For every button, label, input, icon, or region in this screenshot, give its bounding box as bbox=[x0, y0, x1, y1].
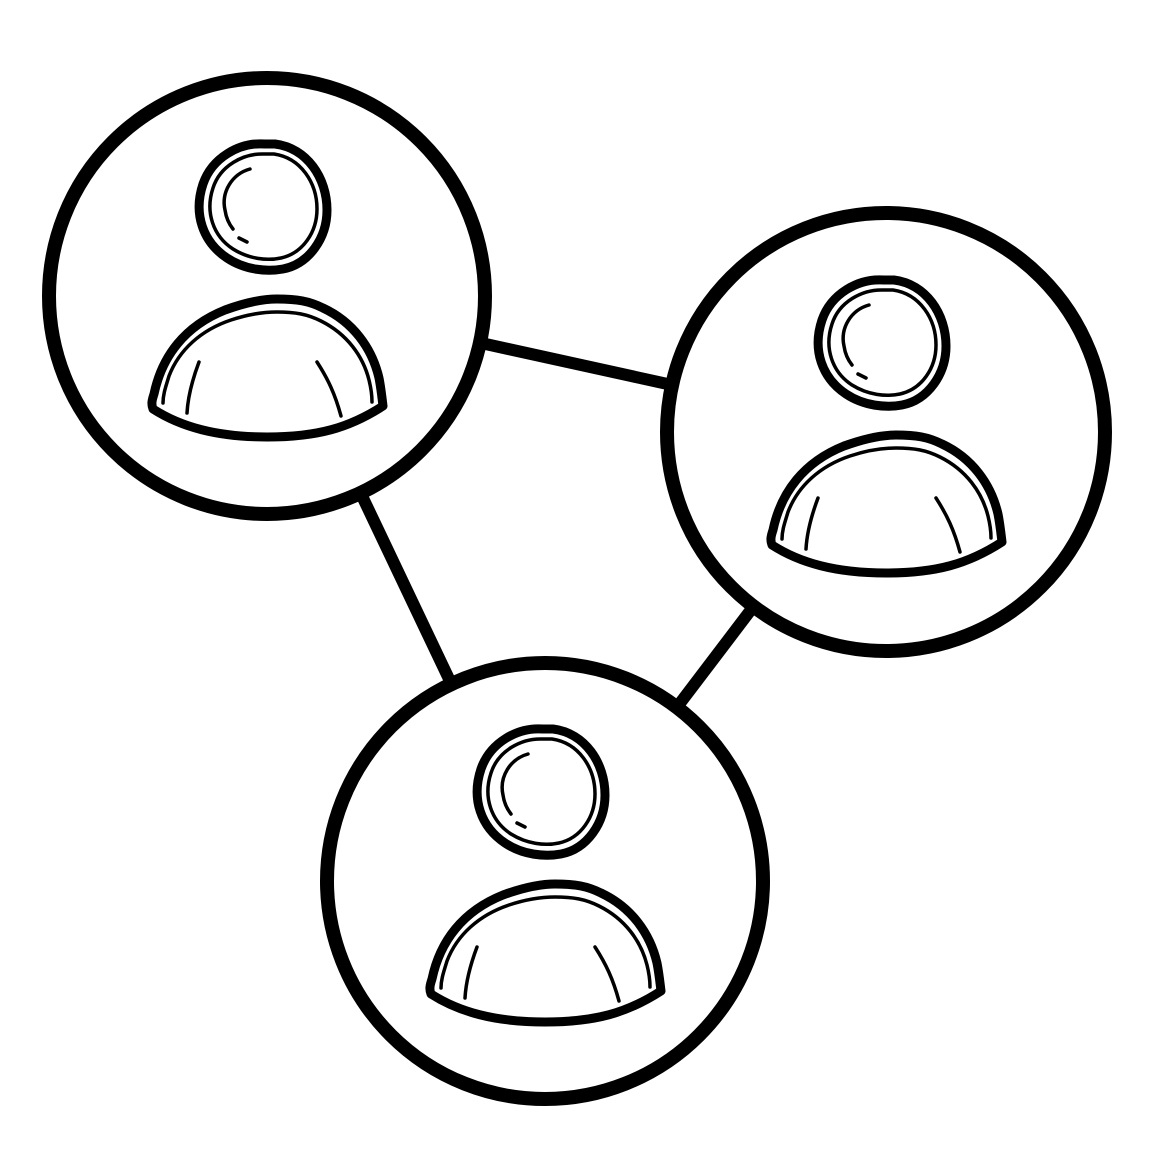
connector-a-b bbox=[478, 336, 674, 391]
connector-b-c bbox=[672, 602, 759, 712]
connector-a-c bbox=[355, 490, 457, 687]
connections bbox=[355, 336, 759, 712]
user-node-c bbox=[320, 656, 770, 1106]
user-node-b bbox=[660, 206, 1112, 658]
user-node-a bbox=[42, 71, 492, 521]
user-nodes bbox=[42, 71, 1112, 1106]
